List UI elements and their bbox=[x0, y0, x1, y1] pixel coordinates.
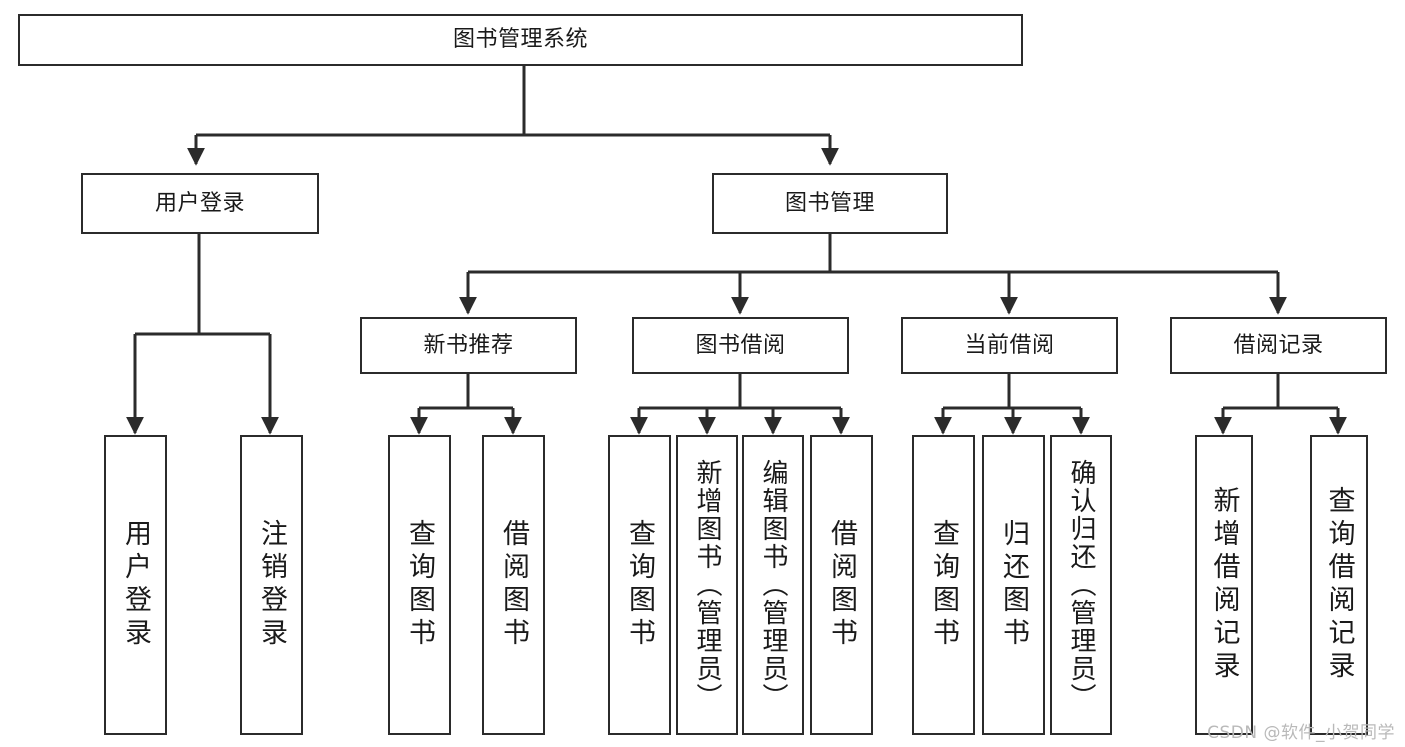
leaf-borrow-book-2-label: 借阅图书 bbox=[826, 519, 857, 651]
node-book-borrow-label: 图书借阅 bbox=[695, 332, 786, 358]
leaf-user-login-label: 用户登录 bbox=[120, 519, 151, 651]
leaf-logout-login-label: 注销登录 bbox=[256, 519, 287, 651]
leaf-query-book-1[interactable]: 查询图书 bbox=[388, 435, 451, 735]
leaf-confirm-return[interactable]: 确认归还（管理员） bbox=[1050, 435, 1112, 735]
leaf-user-login[interactable]: 用户登录 bbox=[104, 435, 167, 735]
leaf-edit-book[interactable]: 编辑图书（管理员） bbox=[742, 435, 804, 735]
node-book-management[interactable]: 图书管理 bbox=[712, 173, 948, 234]
leaf-borrow-book-1[interactable]: 借阅图书 bbox=[482, 435, 545, 735]
leaf-edit-book-label: 编辑图书（管理员） bbox=[758, 459, 788, 711]
leaf-logout-login[interactable]: 注销登录 bbox=[240, 435, 303, 735]
node-borrow-record[interactable]: 借阅记录 bbox=[1170, 317, 1387, 374]
leaf-return-book[interactable]: 归还图书 bbox=[982, 435, 1045, 735]
node-book-management-label: 图书管理 bbox=[784, 190, 875, 216]
leaf-add-record-label: 新增借阅记录 bbox=[1208, 486, 1240, 684]
leaf-query-record[interactable]: 查询借阅记录 bbox=[1310, 435, 1368, 735]
node-root-label: 图书管理系统 bbox=[452, 27, 588, 53]
leaf-add-book[interactable]: 新增图书（管理员） bbox=[676, 435, 738, 735]
leaf-borrow-book-1-label: 借阅图书 bbox=[498, 519, 529, 651]
leaf-query-book-1-label: 查询图书 bbox=[404, 519, 435, 651]
node-book-borrow[interactable]: 图书借阅 bbox=[632, 317, 849, 374]
node-borrow-record-label: 借阅记录 bbox=[1233, 332, 1324, 358]
leaf-query-book-2[interactable]: 查询图书 bbox=[608, 435, 671, 735]
leaf-query-record-label: 查询借阅记录 bbox=[1323, 486, 1355, 684]
node-current-borrow[interactable]: 当前借阅 bbox=[901, 317, 1118, 374]
leaf-add-book-label: 新增图书（管理员） bbox=[692, 459, 722, 711]
leaf-query-book-3-label: 查询图书 bbox=[928, 519, 959, 651]
leaf-confirm-return-label: 确认归还（管理员） bbox=[1066, 459, 1096, 711]
node-root[interactable]: 图书管理系统 bbox=[18, 14, 1023, 66]
node-new-book-recommend-label: 新书推荐 bbox=[423, 332, 514, 358]
node-user-login[interactable]: 用户登录 bbox=[81, 173, 319, 234]
leaf-query-book-3[interactable]: 查询图书 bbox=[912, 435, 975, 735]
leaf-borrow-book-2[interactable]: 借阅图书 bbox=[810, 435, 873, 735]
node-user-login-label: 用户登录 bbox=[154, 190, 245, 216]
leaf-query-book-2-label: 查询图书 bbox=[624, 519, 655, 651]
watermark-text: CSDN @软件_小贺同学 bbox=[1207, 723, 1395, 743]
node-new-book-recommend[interactable]: 新书推荐 bbox=[360, 317, 577, 374]
node-current-borrow-label: 当前借阅 bbox=[964, 332, 1055, 358]
leaf-return-book-label: 归还图书 bbox=[998, 519, 1029, 651]
leaf-add-record[interactable]: 新增借阅记录 bbox=[1195, 435, 1253, 735]
